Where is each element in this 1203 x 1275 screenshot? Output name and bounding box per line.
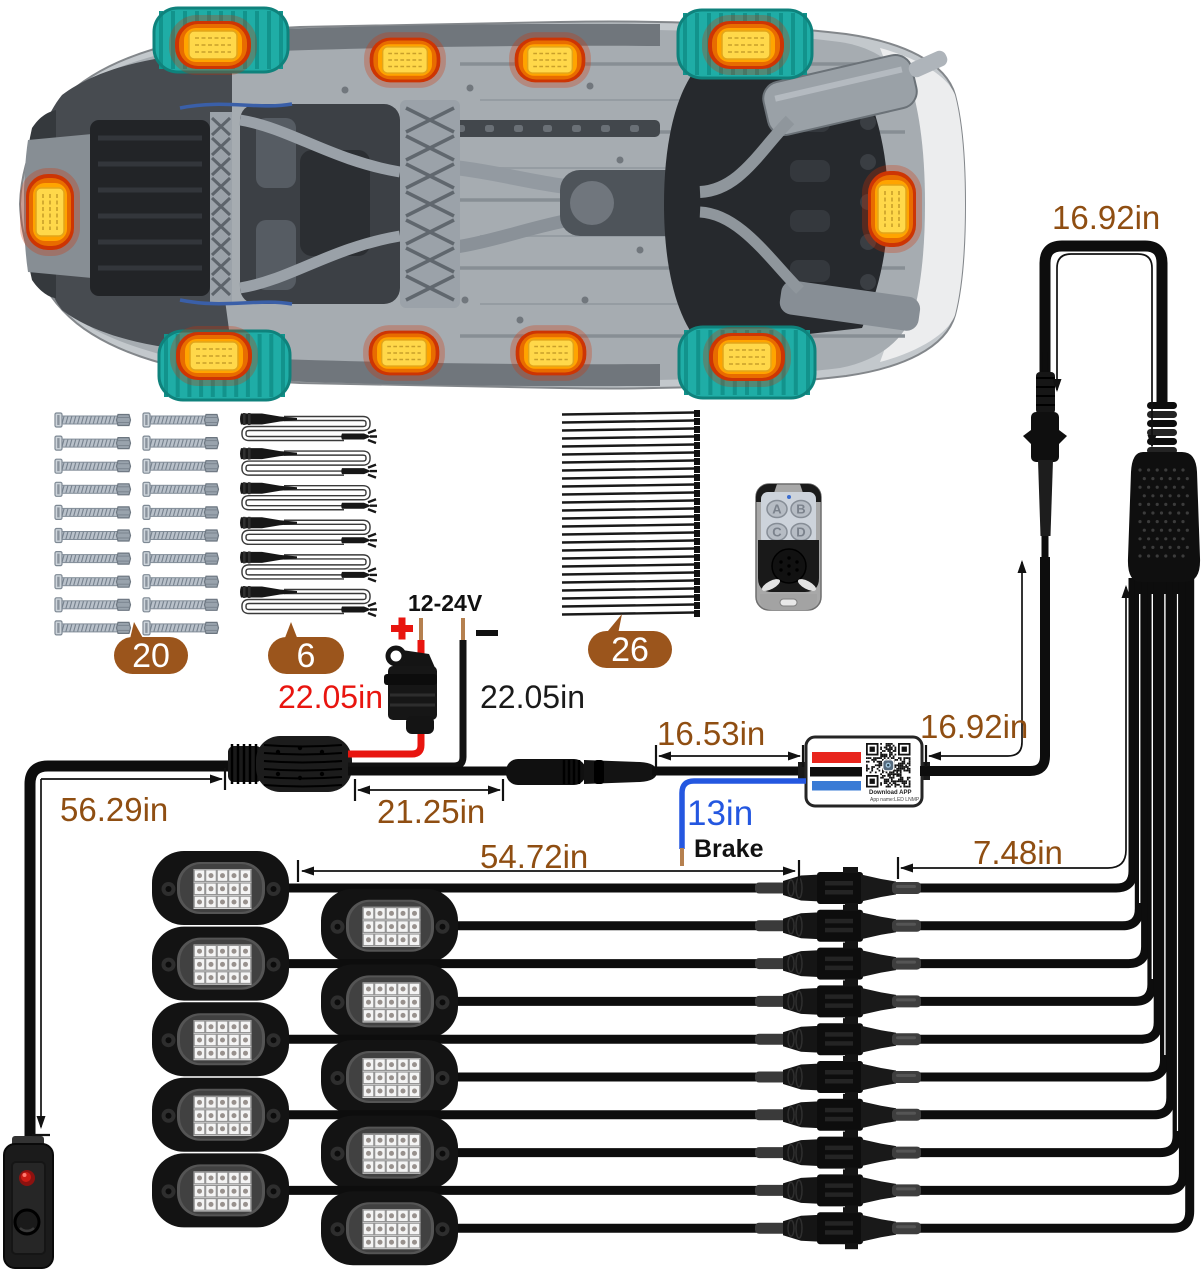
svg-text:20: 20: [132, 637, 170, 675]
svg-text:C: C: [772, 525, 782, 540]
svg-text:12-24V: 12-24V: [408, 590, 483, 616]
svg-text:B: B: [796, 502, 805, 517]
svg-text:26: 26: [611, 631, 649, 669]
svg-text:22.05in: 22.05in: [278, 679, 383, 715]
svg-text:13in: 13in: [687, 794, 753, 833]
svg-text:56.29in: 56.29in: [60, 791, 168, 828]
svg-text:54.72in: 54.72in: [480, 838, 588, 875]
svg-text:16.53in: 16.53in: [657, 715, 765, 752]
svg-text:A: A: [772, 502, 782, 517]
svg-text:16.92in: 16.92in: [920, 708, 1028, 745]
svg-text:App name:LED LNMP: App name:LED LNMP: [870, 797, 920, 803]
svg-text:Download APP: Download APP: [869, 790, 911, 796]
svg-text:22.05in: 22.05in: [480, 679, 585, 715]
svg-text:21.25in: 21.25in: [377, 793, 485, 830]
svg-text:16.92in: 16.92in: [1052, 199, 1160, 236]
svg-text:Brake: Brake: [694, 835, 764, 863]
svg-text:7.48in: 7.48in: [973, 834, 1063, 871]
svg-text:6: 6: [297, 637, 316, 675]
svg-text:D: D: [796, 525, 805, 540]
